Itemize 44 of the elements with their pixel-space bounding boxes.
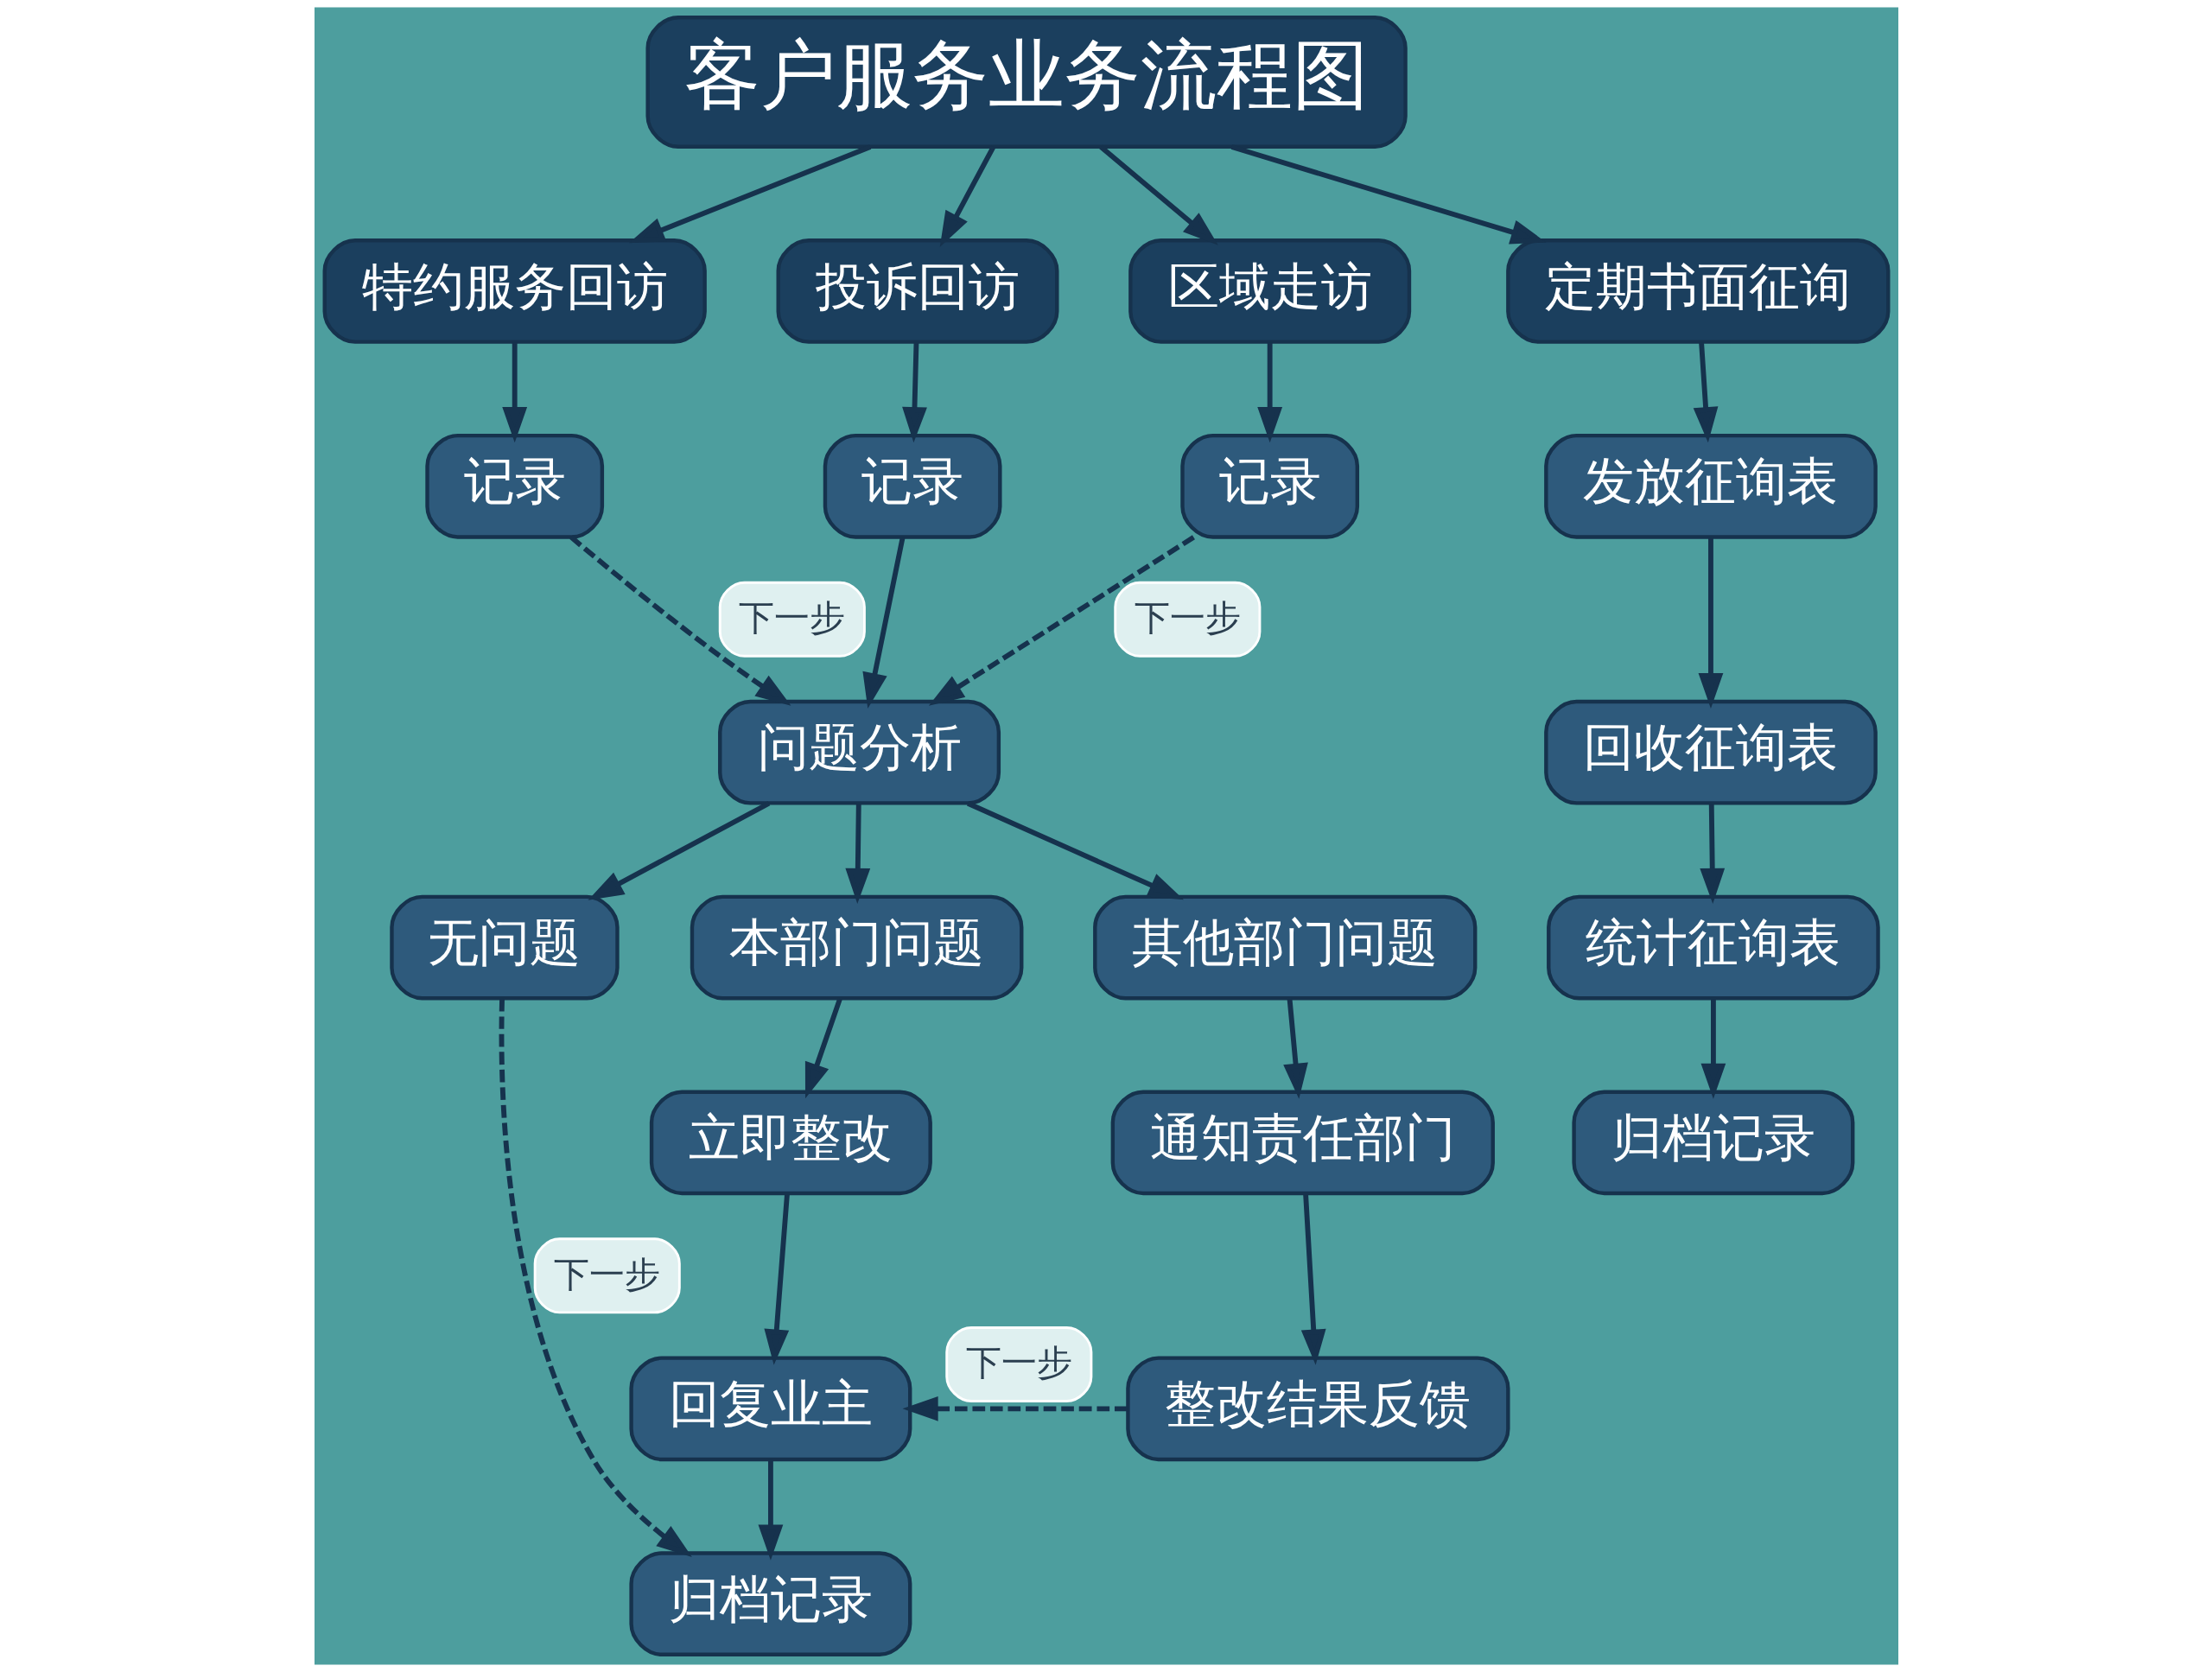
edge-label: 下一步 <box>738 597 845 639</box>
edge-label: 下一步 <box>965 1342 1072 1384</box>
node-box: 回复业主 <box>628 1356 912 1462</box>
node-box: 立即整改 <box>649 1090 932 1196</box>
node-box: 区域走访 <box>1128 238 1411 344</box>
node-box: 整改结果反馈 <box>1125 1356 1510 1462</box>
arrow <box>1300 1193 1326 1365</box>
arrow <box>902 1395 1127 1421</box>
node-box: 问题分析 <box>717 699 1001 805</box>
node-box: 归档记录 <box>628 1551 912 1656</box>
arrow <box>901 342 927 443</box>
arrow <box>1700 999 1726 1099</box>
arrow <box>861 537 905 709</box>
arrow <box>804 998 842 1099</box>
node-box: 特约服务回访 <box>322 238 707 344</box>
arrow <box>499 998 692 1558</box>
node-box: 发放征询表 <box>1543 433 1878 539</box>
arrow <box>501 342 527 443</box>
arrow <box>763 1193 790 1365</box>
arrow <box>588 801 770 900</box>
arrow <box>758 1459 783 1561</box>
arrow <box>1693 342 1718 443</box>
arrow <box>1699 804 1725 905</box>
node-box: 归档记录 <box>1571 1090 1854 1196</box>
node-box: 投诉回访 <box>776 238 1058 344</box>
node-box: 通知责任部门 <box>1110 1090 1495 1196</box>
arrow <box>1282 998 1308 1099</box>
arrow <box>1256 342 1282 443</box>
edge-label: 下一步 <box>553 1253 660 1295</box>
arrow <box>928 535 1195 706</box>
node-box: 记录 <box>1179 433 1359 539</box>
arrow <box>966 801 1184 900</box>
node-box: 定期书面征询 <box>1505 238 1890 344</box>
node-box: 客户服务业务流程图 <box>645 16 1408 149</box>
edge-label: 下一步 <box>1134 597 1241 639</box>
node-box: 其他部门问题 <box>1092 894 1477 1001</box>
arrow <box>1698 537 1723 709</box>
node-box: 统计征询表 <box>1546 894 1880 1001</box>
arrow <box>844 804 870 905</box>
node-box: 回收征询表 <box>1543 699 1878 805</box>
node-box: 本部门问题 <box>690 894 1023 1001</box>
node-box: 记录 <box>823 433 1001 539</box>
node-box: 无问题 <box>389 894 620 1001</box>
node-box: 记录 <box>424 433 604 539</box>
